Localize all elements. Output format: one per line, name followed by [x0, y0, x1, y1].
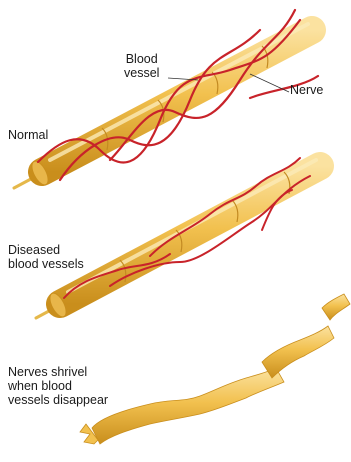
shriveled-nerve-segment-2	[262, 326, 334, 378]
diseased-nerve-body	[60, 166, 320, 304]
shriveled-nerve	[80, 294, 350, 444]
label-line: Blood	[124, 52, 159, 66]
label-line: vessel	[124, 66, 159, 80]
label-line: blood vessels	[8, 257, 84, 271]
label-blood-vessel: Blood vessel	[124, 52, 159, 80]
label-line: Diseased	[8, 243, 84, 257]
diseased-nerve	[36, 158, 320, 319]
label-line: vessels disappear	[8, 393, 108, 407]
label-shrivel: Nerves shrivel when blood vessels disapp…	[8, 365, 108, 407]
normal-nerve	[14, 10, 318, 188]
label-normal: Normal	[8, 128, 48, 142]
shriveled-nerve-segment-1	[92, 368, 284, 444]
shriveled-nerve-segment-3	[322, 294, 350, 320]
label-line: Nerves shrivel	[8, 365, 108, 379]
nerve-pointer	[250, 74, 289, 92]
label-nerve: Nerve	[290, 83, 323, 97]
label-diseased: Diseased blood vessels	[8, 243, 84, 271]
label-line: when blood	[8, 379, 108, 393]
